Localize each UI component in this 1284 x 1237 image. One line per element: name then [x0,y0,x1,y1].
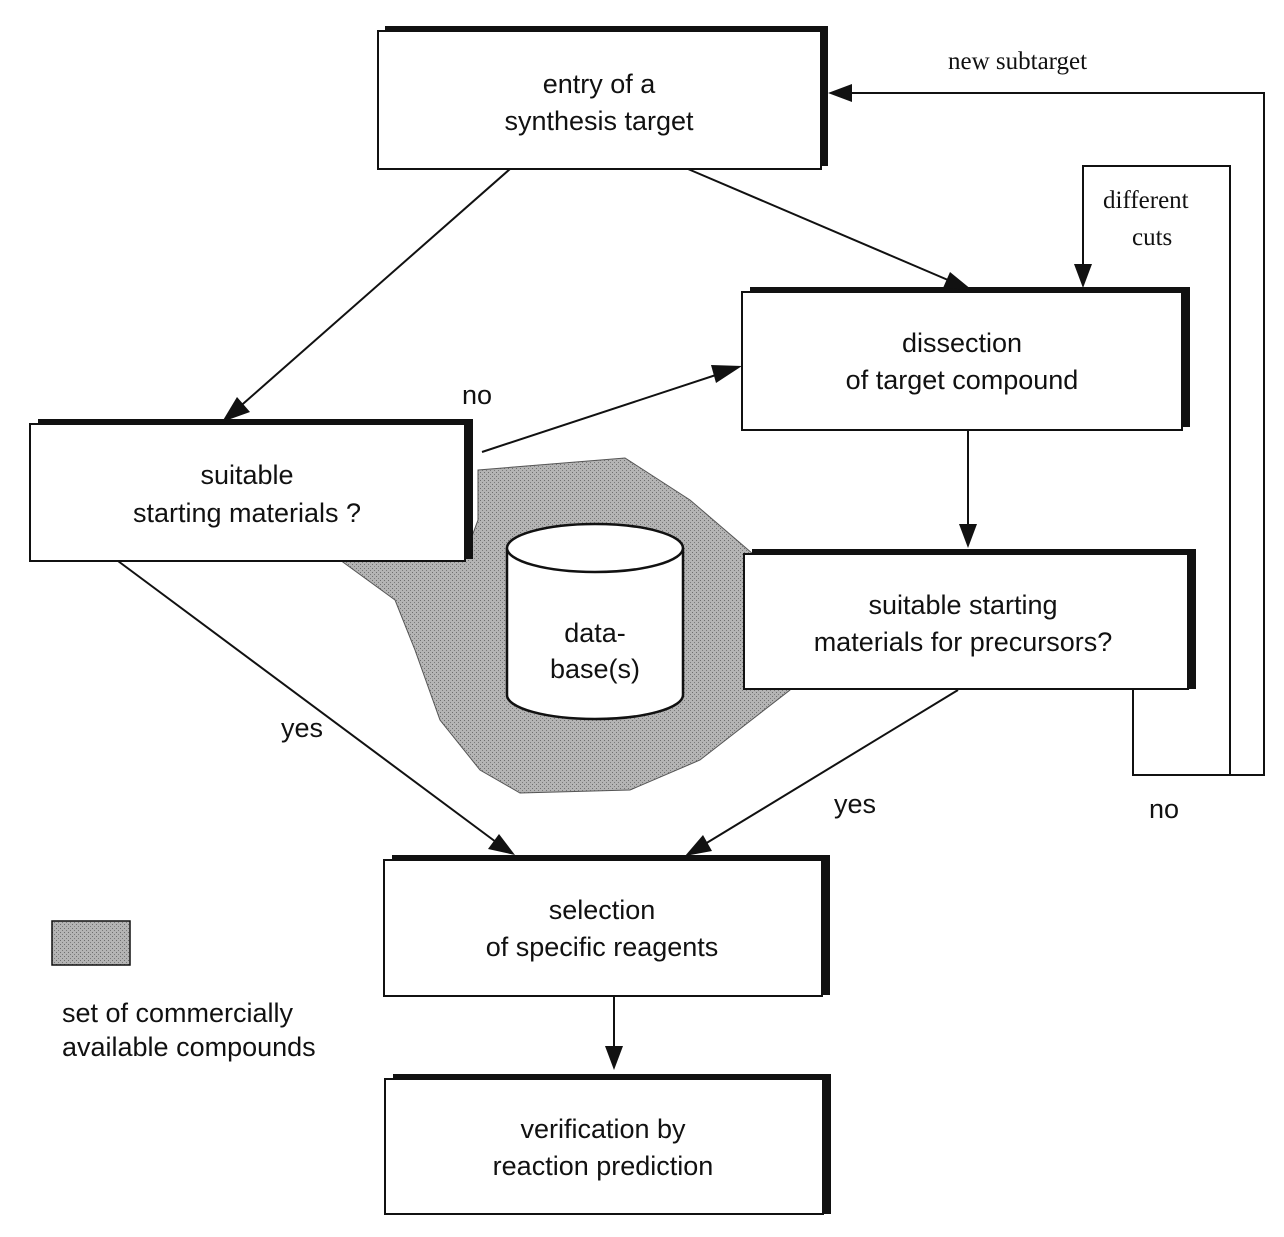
box-dissection-line2: of target compound [846,365,1079,395]
edge-entry-to-suitable [235,168,511,411]
arrowhead-precursors [959,524,977,548]
edge-loop-different-cuts [1082,165,1231,775]
box-dissection: dissection of target compound [741,287,1190,431]
label-new-subtarget: new subtarget [948,48,1087,75]
box-precursors-line2: materials for precursors? [814,627,1113,657]
edge-suitable-no-to-dissection [481,371,726,453]
box-entry-line1: entry of a [543,69,657,99]
arrowhead-dissection-cuts [1074,264,1092,288]
box-selection-line1: selection [549,895,656,925]
arrowhead-suitable [222,397,250,422]
database-label-line1: data- [564,618,626,648]
arrowhead-selection-left [488,834,515,855]
legend-swatch [51,920,131,966]
label-no-left: no [462,380,492,410]
label-cuts-line2: cuts [1132,224,1172,251]
edge-suitable-yes-to-selection [117,560,501,846]
label-no-right: no [1149,794,1179,824]
box-entry-line2: synthesis target [504,106,694,136]
legend-text-line1: set of commercially [62,998,294,1028]
edge-loop-new-subtarget [845,92,1265,776]
legend: set of commercially available compounds [51,920,316,1062]
arrowhead-selection-right [685,835,712,856]
legend-text-line2: available compounds [62,1032,316,1062]
box-selection-line2: of specific reagents [486,932,719,962]
label-yes-left: yes [281,713,323,743]
box-suitable-line1: suitable [200,460,293,490]
box-selection: selection of specific reagents [383,855,830,997]
database-label-line2: base(s) [550,654,640,684]
arrowhead-dissection-top [943,272,972,290]
arrowhead-verification [605,1046,623,1070]
label-yes-right: yes [834,789,876,819]
box-verification-line2: reaction prediction [493,1151,714,1181]
arrowhead-entry [828,84,852,102]
edge-entry-to-dissection [687,168,956,284]
box-entry-target: entry of a synthesis target [377,26,828,170]
edges [117,84,1265,1070]
box-dissection-line1: dissection [902,328,1022,358]
box-verification-line1: verification by [520,1114,686,1144]
box-verification: verification by reaction prediction [384,1074,831,1215]
database-cylinder: data- base(s) [505,522,685,721]
box-suitable-starting: suitable starting materials ? [29,419,473,562]
box-precursors-line1: suitable starting [868,590,1057,620]
box-precursors: suitable starting materials for precurso… [743,549,1196,690]
edge-precursors-yes-to-selection [699,689,959,848]
label-different-line1: different [1103,187,1189,214]
box-suitable-line2: starting materials ? [133,498,361,528]
arrowhead-dissection-left [711,365,742,383]
